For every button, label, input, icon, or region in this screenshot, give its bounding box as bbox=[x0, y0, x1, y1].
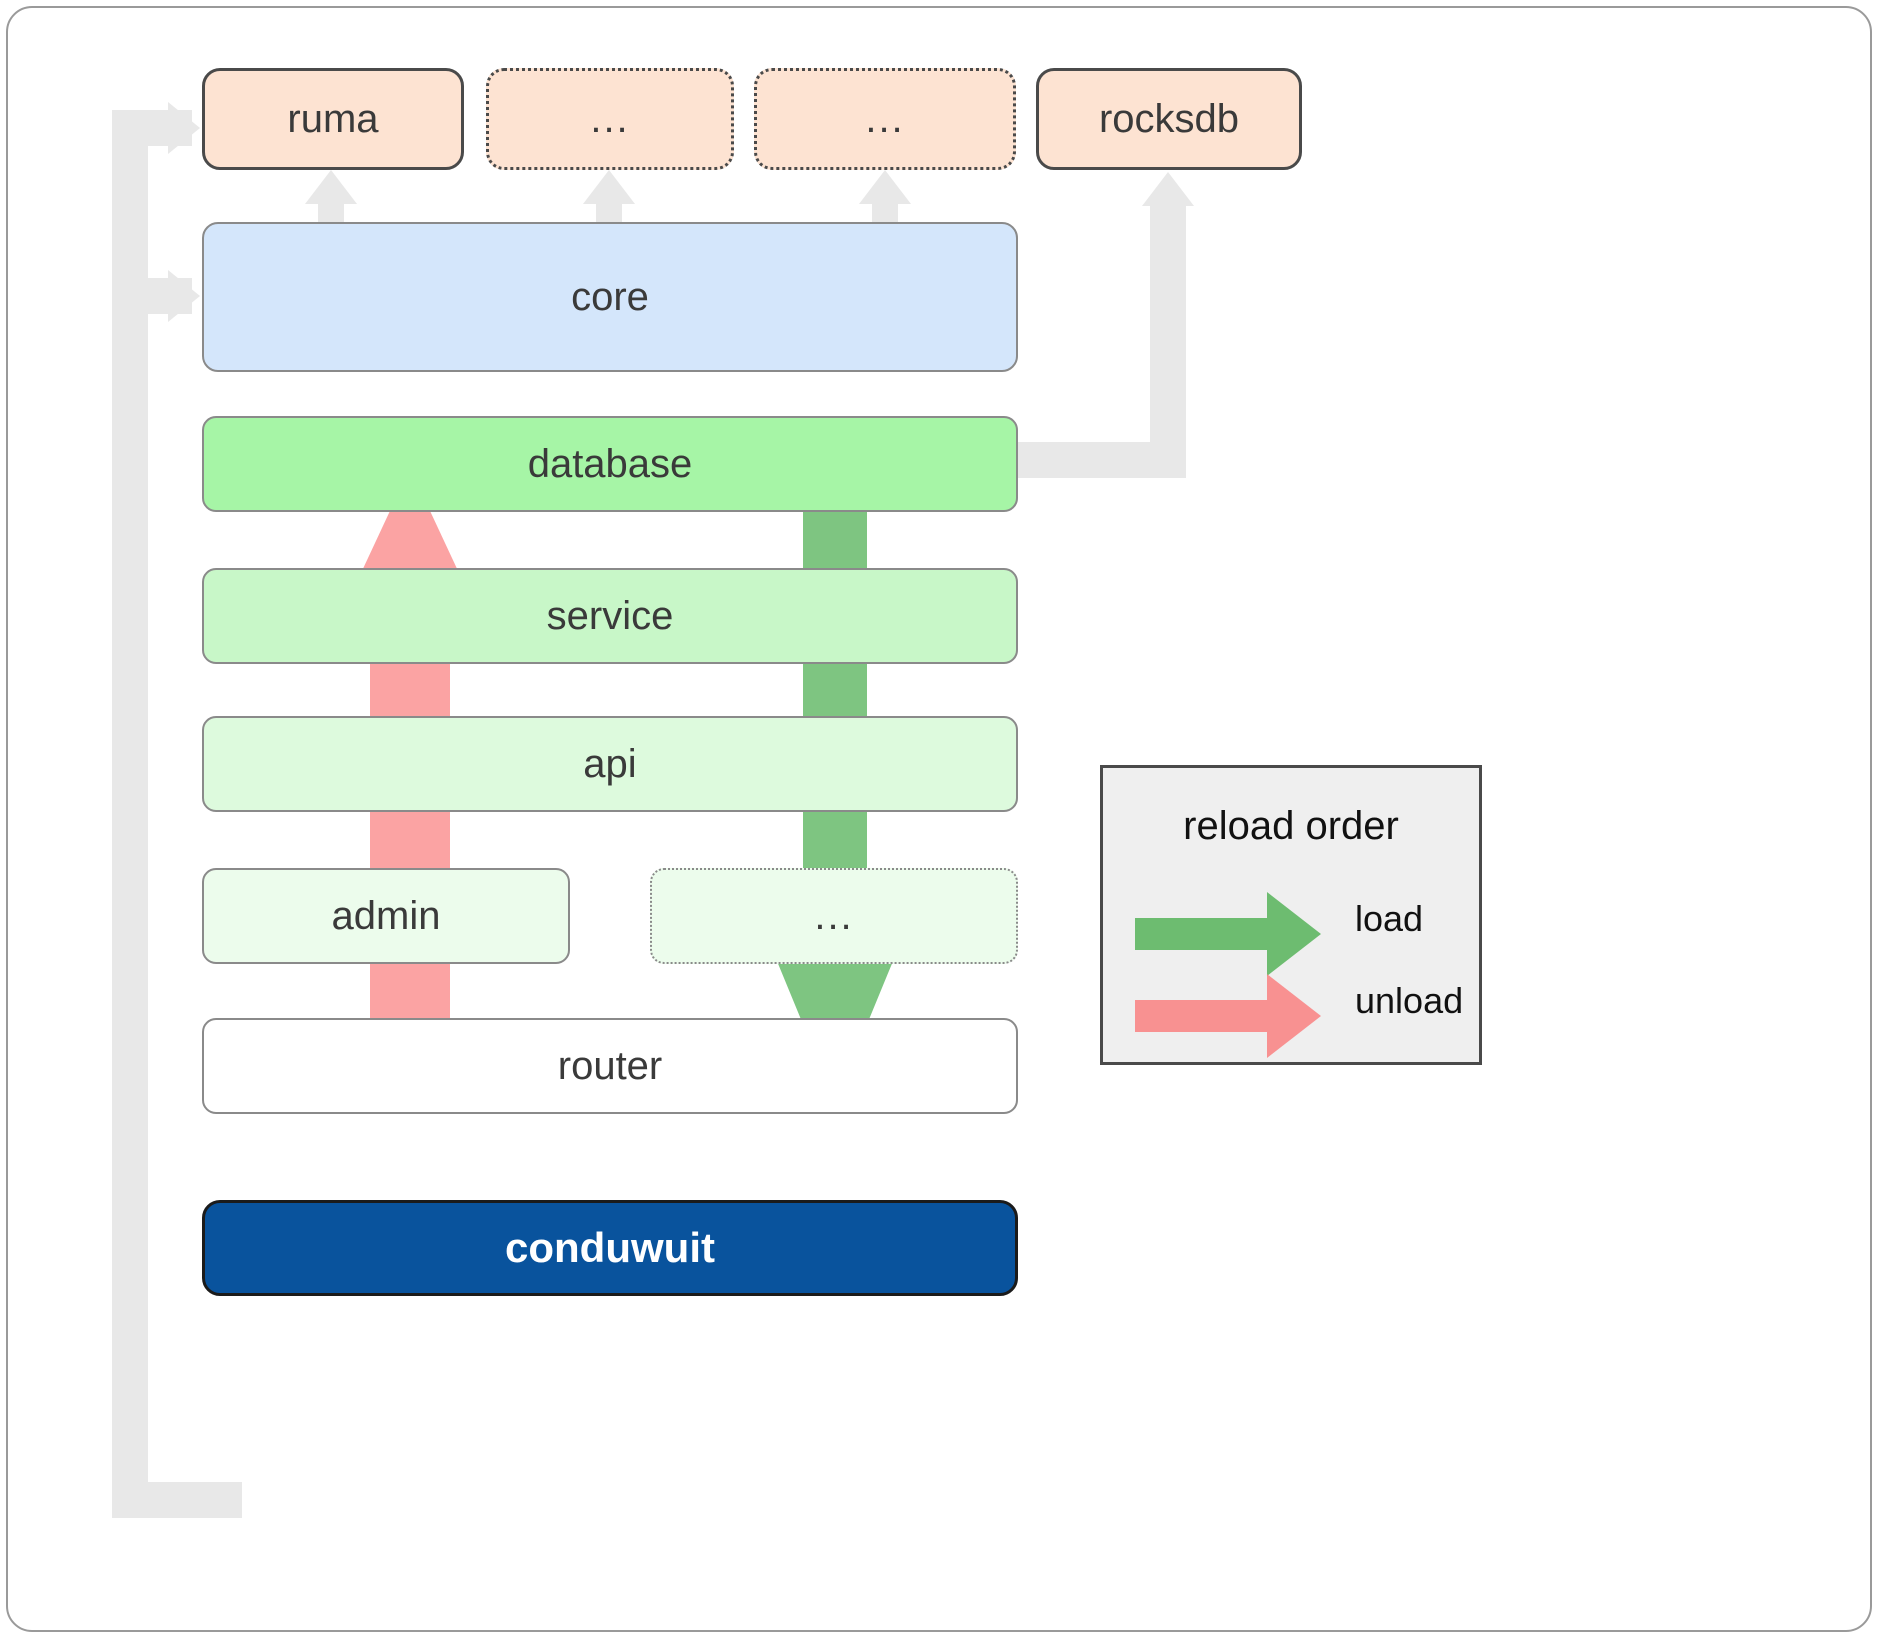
connector-database-to-rocksdb-vertical bbox=[1150, 206, 1186, 478]
connector-branch-to-conduwuit bbox=[112, 1482, 242, 1518]
node-dep-dots-1[interactable]: ... bbox=[486, 68, 734, 170]
legend-load-label: load bbox=[1355, 898, 1424, 939]
legend-panel: reload order load unload bbox=[1100, 765, 1482, 1065]
node-core-label: core bbox=[571, 274, 649, 319]
node-layer-dots-label: ... bbox=[814, 894, 854, 938]
connector-arrowhead-core-dots2 bbox=[859, 170, 911, 204]
node-database-label: database bbox=[527, 441, 693, 486]
legend-unload-label: unload bbox=[1355, 980, 1464, 1021]
node-ruma-label: ruma bbox=[287, 96, 379, 141]
node-api-label: api bbox=[583, 741, 637, 786]
legend-load-arrow bbox=[1135, 892, 1321, 976]
connector-trunk-vertical bbox=[112, 128, 148, 1518]
node-database[interactable]: database bbox=[202, 416, 1018, 512]
connector-database-to-rocksdb-horizontal bbox=[1012, 442, 1172, 478]
node-rocksdb[interactable]: rocksdb bbox=[1036, 68, 1302, 170]
node-router[interactable]: router bbox=[202, 1018, 1018, 1114]
node-dep-dots-2[interactable]: ... bbox=[754, 68, 1016, 170]
connector-arrowhead-core-ruma bbox=[305, 170, 357, 204]
node-service[interactable]: service bbox=[202, 568, 1018, 664]
node-core[interactable]: core bbox=[202, 222, 1018, 372]
node-admin-label: admin bbox=[331, 893, 441, 938]
node-ruma[interactable]: ruma bbox=[202, 68, 464, 170]
node-admin[interactable]: admin bbox=[202, 868, 570, 964]
node-conduwuit-label: conduwuit bbox=[505, 1224, 715, 1271]
connector-arrowhead-core bbox=[168, 270, 200, 322]
node-conduwuit[interactable]: conduwuit bbox=[202, 1200, 1018, 1296]
connector-arrowhead-rocksdb bbox=[1142, 172, 1194, 206]
node-rocksdb-label: rocksdb bbox=[1098, 96, 1240, 141]
node-dep-dots-1-label: ... bbox=[590, 97, 630, 141]
connector-arrowhead-ruma bbox=[168, 102, 200, 154]
node-layer-dots[interactable]: ... bbox=[650, 868, 1018, 964]
legend-unload-arrow bbox=[1135, 974, 1321, 1058]
node-dep-dots-2-label: ... bbox=[865, 97, 905, 141]
node-service-label: service bbox=[546, 593, 674, 638]
connector-arrowhead-core-dots1 bbox=[583, 170, 635, 204]
node-api[interactable]: api bbox=[202, 716, 1018, 812]
legend-title: reload order bbox=[1183, 804, 1399, 848]
node-router-label: router bbox=[557, 1043, 663, 1088]
